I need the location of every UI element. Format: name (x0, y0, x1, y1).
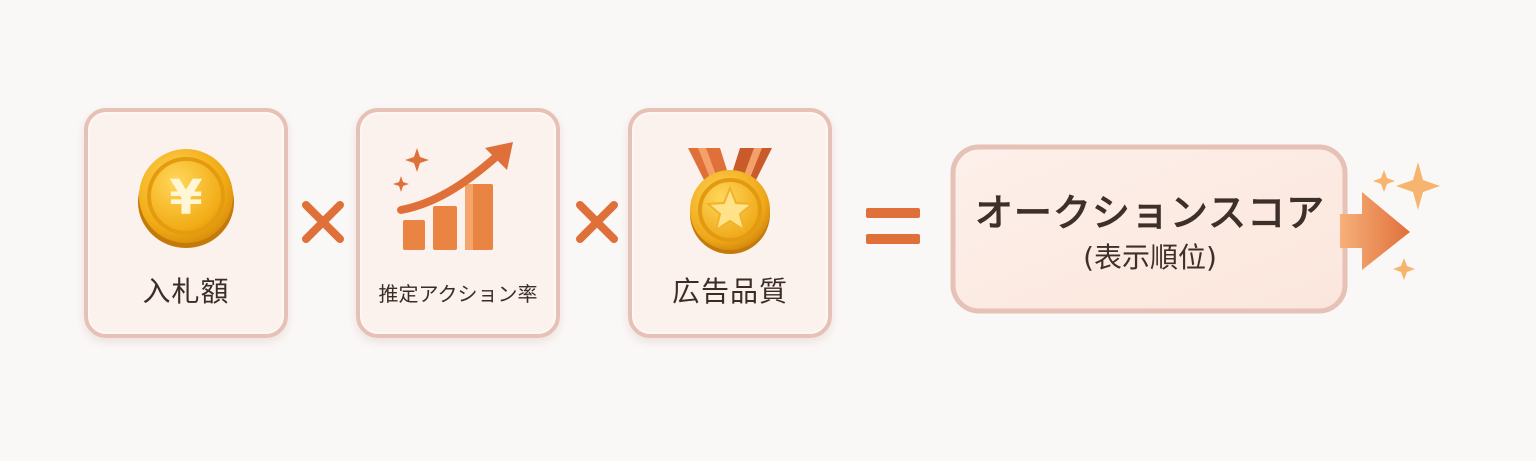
svg-text:¥: ¥ (169, 170, 202, 226)
term-label: 広告品質 (671, 275, 788, 308)
equals-operator (866, 208, 920, 250)
sparkle-icon (1366, 150, 1446, 294)
result-subtitle: (表示順位) (1083, 241, 1217, 274)
star-medal-icon (680, 146, 780, 260)
growth-chart-icon (393, 138, 523, 260)
multiply-operator (574, 199, 620, 249)
term-card-ad-quality: 広告品質 (628, 108, 832, 338)
multiply-operator (300, 199, 346, 249)
term-label: 推定アクション率 (378, 282, 538, 306)
term-card-action-rate: 推定アクション率 (356, 108, 560, 338)
result-title: オークションスコア (974, 191, 1326, 235)
result-box-auction-score: オークションスコア (表示順位) (950, 144, 1420, 314)
yen-coin-icon: ¥ (131, 142, 241, 256)
term-label: 入札額 (142, 275, 230, 308)
term-card-bid: ¥ 入札額 (84, 108, 288, 338)
